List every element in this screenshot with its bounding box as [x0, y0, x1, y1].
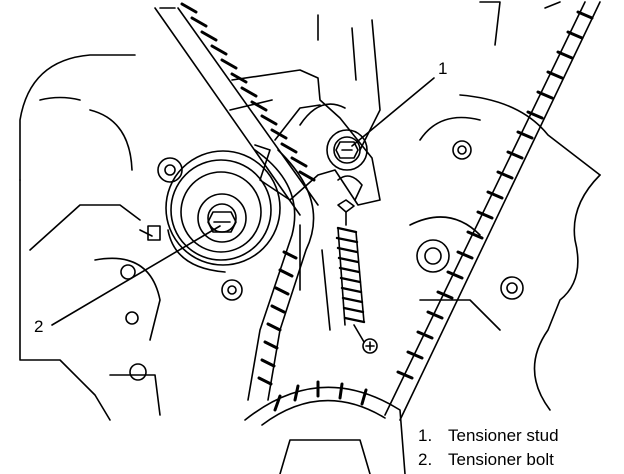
callout-2-leader	[51, 225, 221, 326]
crankshaft-sprocket	[244, 380, 406, 474]
callout-2-number: 2	[34, 317, 44, 336]
tensioner-plate	[229, 69, 381, 206]
legend-item: 1. Tensioner stud	[418, 424, 559, 448]
legend: 1. Tensioner stud 2. Tensioner bolt	[418, 424, 559, 472]
legend-item-number: 1.	[418, 426, 433, 445]
tensioner-bolt	[207, 211, 237, 233]
tensioner-spring	[335, 199, 378, 354]
engine-block-outline-right	[299, 14, 601, 411]
legend-item-label: Tensioner stud	[448, 426, 559, 445]
callout-1-number: 1	[438, 59, 448, 78]
timing-belt	[154, 2, 319, 401]
tensioner-pulley	[165, 150, 281, 273]
callout-1-leader	[351, 77, 435, 147]
timing-belt-right	[384, 1, 601, 421]
legend-item-label: Tensioner bolt	[448, 450, 554, 469]
engine-block-outline	[19, 54, 243, 421]
legend-item-number: 2.	[418, 450, 433, 469]
tensioner-stud	[326, 129, 368, 171]
legend-item: 2. Tensioner bolt	[418, 448, 559, 472]
